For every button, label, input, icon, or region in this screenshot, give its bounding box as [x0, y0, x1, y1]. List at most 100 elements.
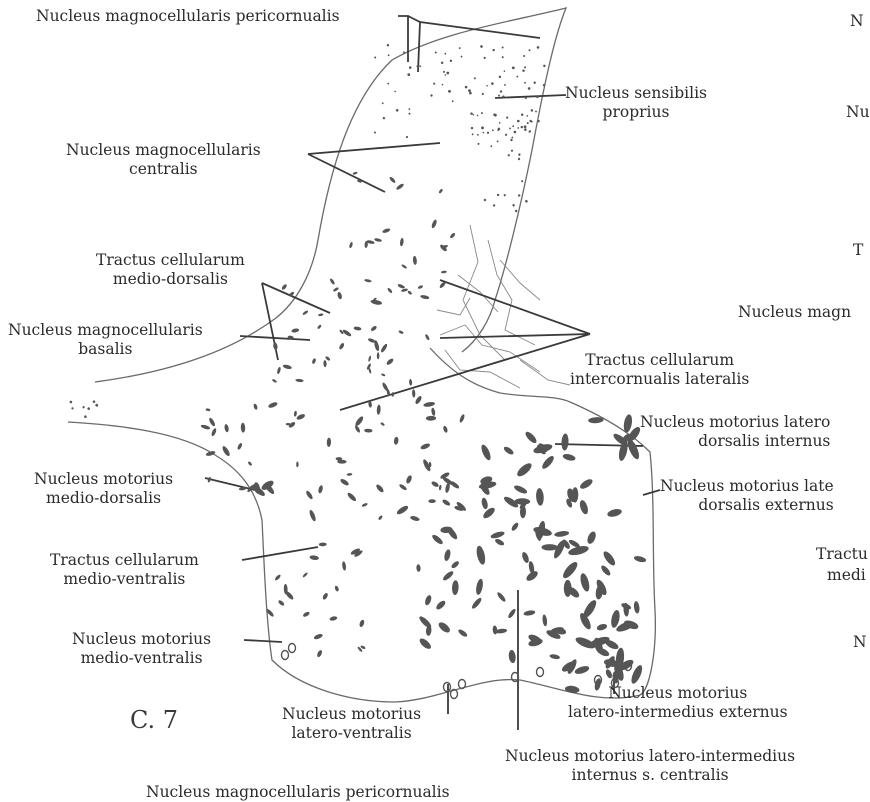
nerve-cell [517, 127, 519, 129]
nerve-cell [374, 238, 382, 243]
right-cut-label-2: Nu [846, 103, 870, 122]
nerve-cell [475, 545, 487, 565]
nerve-cell [433, 83, 435, 85]
nerve-cell [449, 232, 456, 239]
nerve-cell [361, 502, 368, 507]
nerve-cell [459, 47, 461, 49]
label-motorius-medio-dorsalis: Nucleus motorius medio-dorsalis [34, 470, 173, 508]
nerve-cell [71, 407, 73, 409]
nerve-cell [291, 328, 299, 333]
nerve-cell [490, 530, 505, 539]
nerve-cell [401, 264, 408, 269]
nerve-cell [352, 171, 357, 175]
ventral-ring-cell [444, 683, 451, 692]
nerve-cell [511, 137, 513, 139]
nerve-cell [449, 480, 460, 490]
label-latero-intermedius-internus: Nucleus motorius latero-intermedius inte… [505, 747, 795, 785]
nerve-cell [439, 244, 448, 253]
nerve-cell [370, 299, 382, 306]
nerve-cell [510, 522, 519, 532]
nerve-cell [513, 130, 517, 134]
nerve-cell [496, 140, 498, 142]
nerve-cell [439, 281, 447, 289]
nerve-cell [633, 601, 640, 614]
nerve-cell [497, 194, 499, 196]
nerve-cell [476, 114, 478, 116]
nerve-cell [376, 404, 381, 414]
nerve-cell [410, 515, 421, 522]
nerve-cell [237, 442, 243, 450]
nerve-cell [364, 279, 372, 283]
nerve-cell [323, 360, 327, 367]
nerve-cell [524, 128, 527, 131]
nerve-cell [364, 428, 373, 432]
nerve-cell [205, 408, 210, 412]
nerve-cell [353, 326, 361, 331]
nerve-cell [444, 53, 446, 55]
nerve-cell [541, 544, 557, 550]
nerve-cell [622, 414, 633, 433]
nerve-cell [416, 564, 421, 572]
nerve-cell [337, 291, 343, 299]
nerve-cell [322, 592, 329, 600]
nerve-cell [386, 44, 389, 47]
nerve-cell [535, 488, 544, 506]
nerve-cell [499, 90, 502, 93]
nerve-cell [513, 484, 528, 495]
nerve-cell [536, 46, 539, 49]
nerve-cell [428, 499, 435, 503]
nerve-cell [316, 649, 323, 657]
nerve-cell [477, 142, 480, 145]
nerve-cell [302, 611, 310, 618]
right-cut-label-7: N [853, 633, 867, 652]
nerve-cell [530, 109, 533, 112]
nerve-cell [272, 379, 278, 384]
nerve-cell [520, 125, 523, 128]
nerve-cell [211, 428, 218, 437]
nerve-cell [505, 133, 508, 136]
nerve-cell [517, 120, 520, 123]
nerve-cell [515, 209, 518, 212]
nerve-cell [346, 491, 357, 502]
nerve-cell [441, 270, 447, 273]
nerve-cell [452, 100, 454, 102]
nerve-cell [554, 530, 569, 537]
right-cut-label-4: Nucleus magn [738, 303, 851, 322]
nerve-cell [526, 115, 528, 117]
nerve-cell [317, 324, 322, 329]
nerve-cell [578, 499, 589, 515]
intercornual-network [437, 225, 570, 388]
nerve-cell [515, 461, 534, 479]
nerve-cell [450, 560, 460, 569]
label-magnocellularis-basalis: Nucleus magnocellularis basalis [8, 321, 203, 359]
nerve-cell [528, 49, 531, 52]
nerve-cell [501, 46, 503, 48]
nerve-cell [510, 138, 513, 141]
nerve-cell [459, 414, 466, 424]
nerve-cell [387, 83, 389, 85]
nerve-cell [84, 415, 87, 418]
nerve-cell [441, 61, 444, 64]
nerve-cell [247, 461, 252, 466]
nerve-cell [586, 530, 598, 545]
nerve-cell [435, 599, 447, 611]
nerve-cell [82, 406, 85, 409]
nerve-cell [380, 422, 385, 426]
nerve-cell [524, 125, 527, 128]
right-cut-label-5: Tractu [816, 545, 868, 564]
nerve-cell [607, 508, 623, 518]
nerve-cell [409, 66, 412, 69]
nerve-cell [448, 90, 451, 93]
nerve-cell [305, 490, 314, 500]
nerve-cell [450, 60, 453, 63]
nerve-cell [408, 108, 410, 110]
nerve-cell [92, 400, 96, 404]
nerve-cell [605, 668, 614, 679]
nerve-cell [438, 188, 443, 194]
label-latero-intermedius-externus: Nucleus motorius latero-intermedius exte… [568, 684, 788, 722]
nerve-cell [380, 343, 388, 353]
nerve-cell [401, 288, 408, 292]
nerve-cell [480, 443, 493, 461]
nerve-cell [499, 122, 501, 124]
nerve-cell [389, 176, 397, 184]
